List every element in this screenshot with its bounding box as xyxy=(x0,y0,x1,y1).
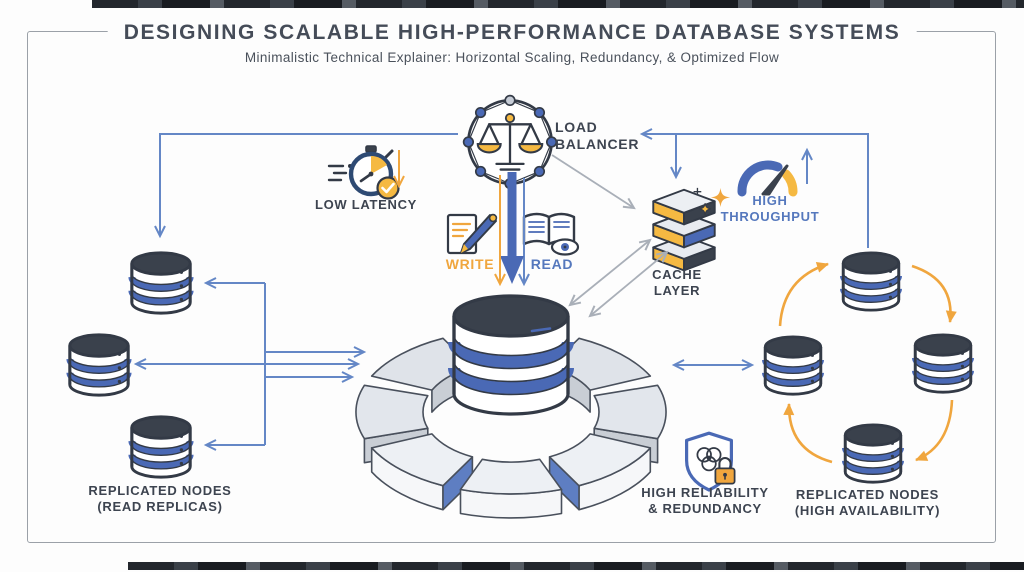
load-balancer-icon xyxy=(462,94,558,190)
database-icon xyxy=(836,420,910,487)
database-icon xyxy=(756,332,830,399)
high-reliability-label: HIGH RELIABILITY & REDUNDANCY xyxy=(641,485,769,516)
page-title: DESIGNING SCALABLE HIGH-PERFORMANCE DATA… xyxy=(107,21,917,45)
database-icon xyxy=(906,330,980,397)
read-icon xyxy=(522,212,580,256)
replicated-nodes-ha-label: REPLICATED NODES (HIGH AVAILABILITY) xyxy=(794,487,941,518)
bottom-strip xyxy=(128,562,1024,570)
database-cluster xyxy=(355,294,667,519)
write-icon xyxy=(446,213,498,255)
shield-icon xyxy=(685,431,736,492)
low-latency-icon xyxy=(327,145,400,200)
write-label: WRITE xyxy=(445,256,495,272)
database-icon xyxy=(122,412,200,482)
top-strip xyxy=(92,0,1024,8)
high-throughput-icon xyxy=(737,160,798,197)
database-icon xyxy=(834,248,908,315)
database-icon xyxy=(60,330,138,400)
replicated-nodes-read-label: REPLICATED NODES (READ REPLICAS) xyxy=(88,483,232,514)
read-label: READ xyxy=(530,256,574,272)
load-balancer-label: LOAD BALANCER xyxy=(555,119,640,153)
page-subtitle: Minimalistic Technical Explainer: Horizo… xyxy=(244,50,780,65)
high-throughput-label: HIGH THROUGHPUT xyxy=(720,193,820,224)
database-icon xyxy=(122,248,200,318)
low-latency-label: LOW LATENCY xyxy=(314,197,418,212)
